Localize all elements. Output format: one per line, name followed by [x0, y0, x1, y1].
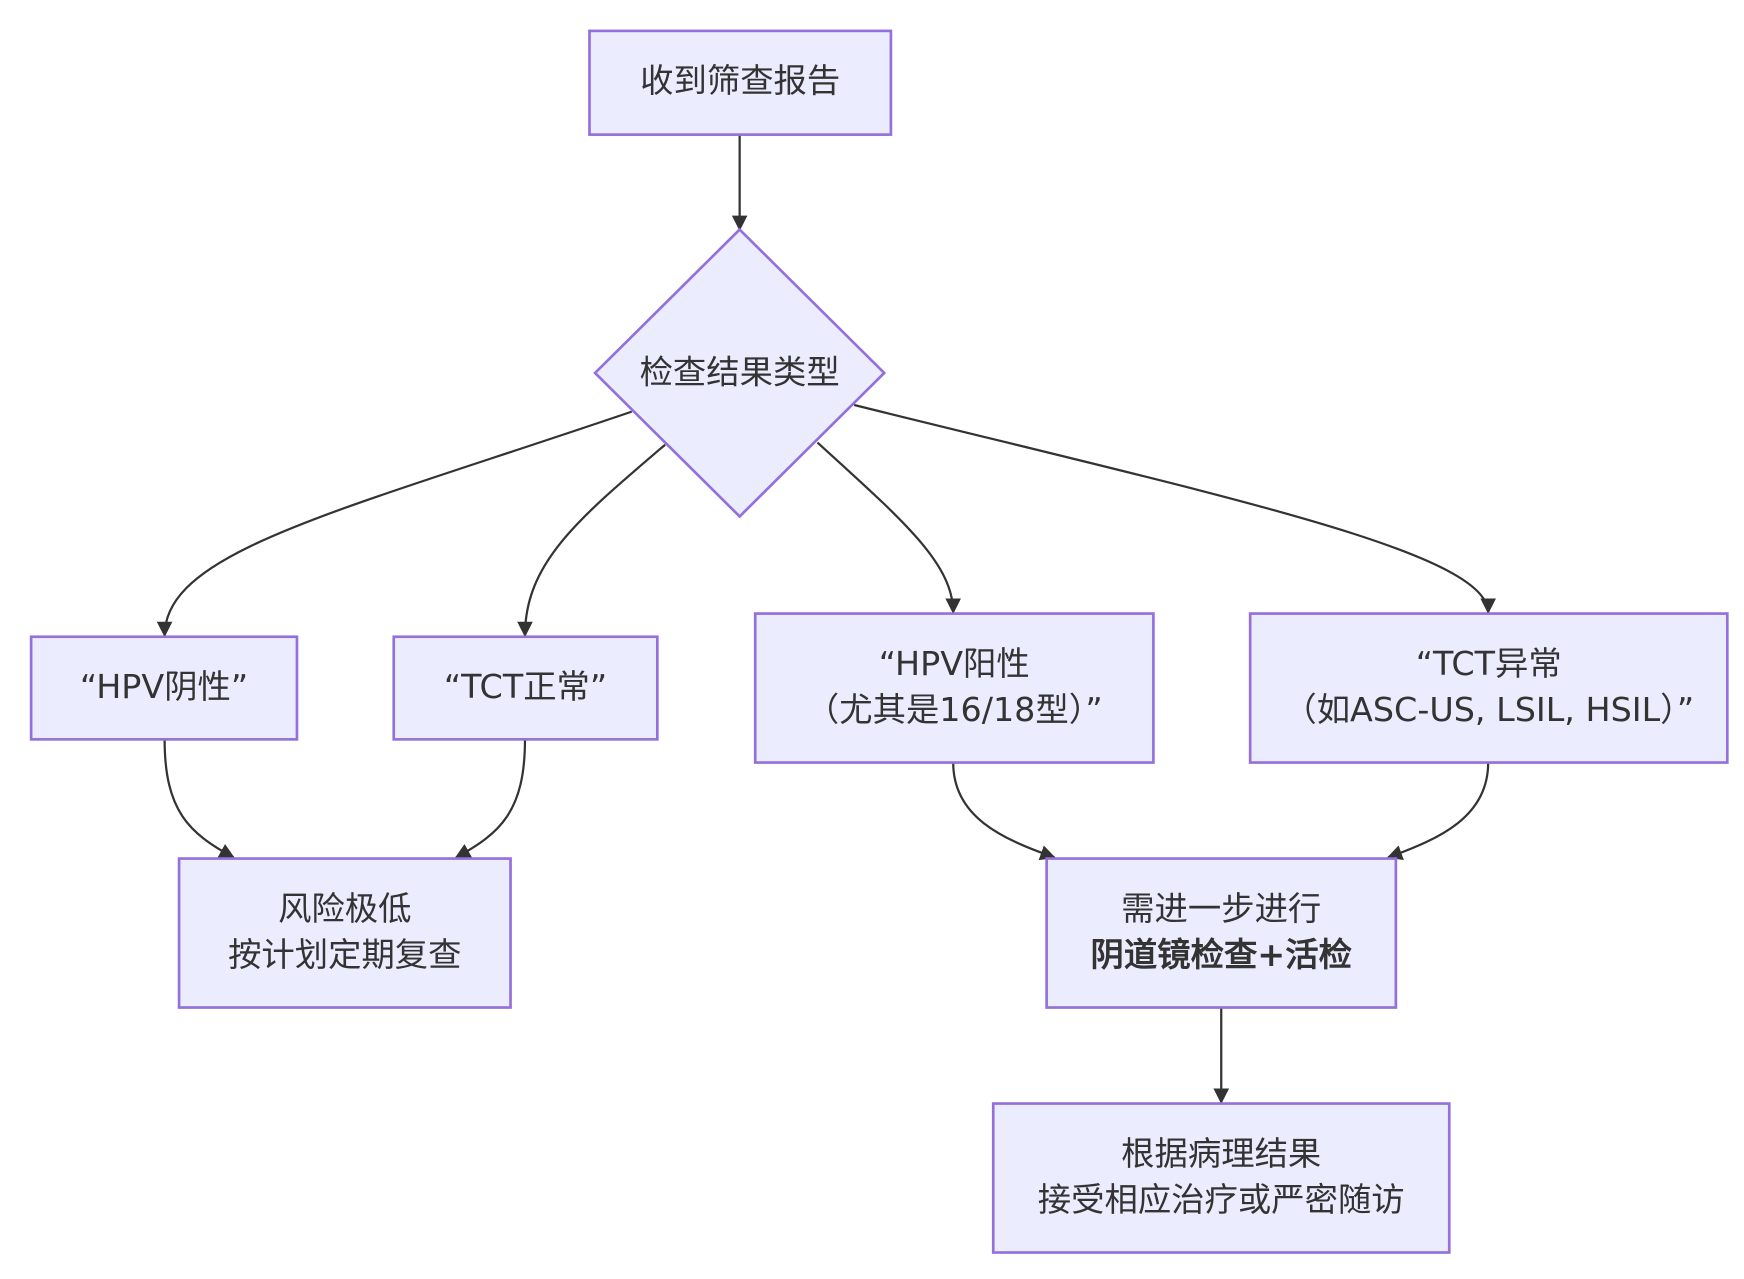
- node-hpv-positive-line-1: “HPV阳性: [879, 644, 1030, 683]
- node-decision-line-1: 检查结果类型: [640, 353, 840, 392]
- node-low-risk: 风险极低 按计划定期复查: [177, 857, 512, 1009]
- node-tct-normal-line-1: “TCT正常”: [444, 667, 607, 706]
- node-hpv-positive: “HPV阳性 （尤其是16/18型）”: [753, 612, 1155, 764]
- node-tct-normal: “TCT正常”: [392, 635, 659, 741]
- node-hpv-positive-line-2: （尤其是16/18型）”: [806, 690, 1103, 729]
- edge-hpv-positive-to-further-check: [952, 762, 1056, 861]
- node-start: 收到筛查报告: [588, 29, 893, 136]
- edge-tct-abnormal-to-further-check: [1386, 762, 1490, 860]
- node-decision: 检查结果类型: [593, 227, 887, 519]
- node-hpv-negative: “HPV阴性”: [29, 635, 299, 741]
- edge-tct-normal-to-low-risk: [454, 739, 527, 859]
- node-low-risk-line-2: 按计划定期复查: [228, 935, 461, 974]
- node-treatment-line-2: 接受相应治疗或严密随访: [1038, 1180, 1405, 1219]
- node-low-risk-line-1: 风险极低: [278, 889, 411, 928]
- node-start-line-1: 收到筛查报告: [640, 61, 840, 100]
- edge-hpv-negative-to-low-risk: [163, 739, 235, 859]
- edge-decision-to-tct-normal: [517, 443, 666, 638]
- node-further-check: 需进一步进行 阴道镜检查+活检: [1045, 857, 1398, 1009]
- node-treatment-line-1: 根据病理结果: [1121, 1134, 1321, 1173]
- edge-decision-to-hpv-negative: [156, 410, 633, 638]
- node-hpv-negative-line-1: “HPV阴性”: [80, 667, 248, 706]
- edges: [156, 134, 1496, 1104]
- node-tct-abnormal: “TCT异常 （如ASC-US, LSIL, HSIL）”: [1248, 612, 1729, 764]
- edge-decision-to-tct-abnormal: [853, 403, 1496, 615]
- node-tct-abnormal-line-1: “TCT异常: [1416, 644, 1562, 683]
- node-treatment: 根据病理结果 接受相应治疗或严密随访: [991, 1102, 1451, 1254]
- node-further-check-line-1: 需进一步进行: [1121, 889, 1321, 928]
- edge-decision-to-hpv-positive: [816, 441, 961, 615]
- node-tct-abnormal-line-2: （如ASC-US, LSIL, HSIL）”: [1283, 690, 1694, 729]
- node-further-check-line-2: 阴道镜检查+活检: [1091, 935, 1352, 974]
